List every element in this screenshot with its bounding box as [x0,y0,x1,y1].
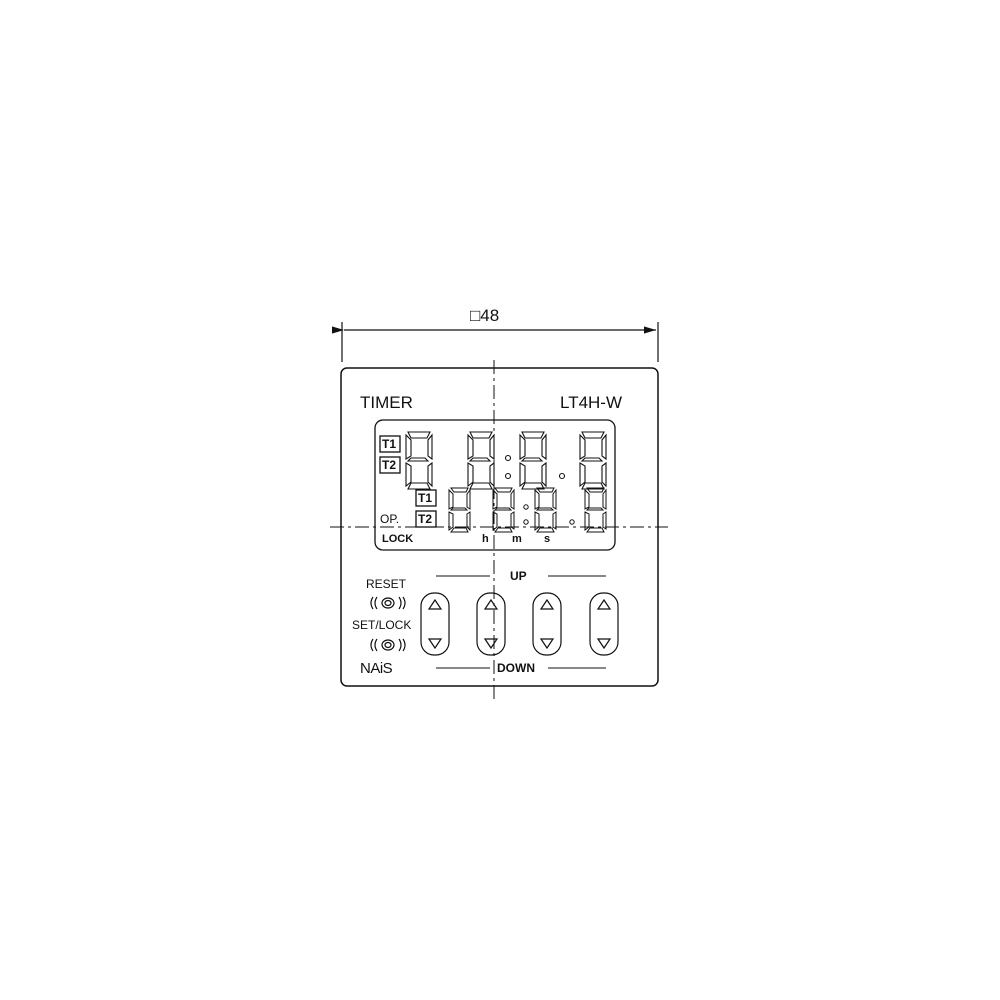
panel-title: TIMER [360,393,413,412]
model-label: LT4H-W [560,393,623,412]
digit-2-updown-button[interactable] [476,592,506,656]
unit-minutes: m [512,533,522,545]
brand-logo: NAiS [360,660,393,677]
reset-button[interactable] [370,596,406,610]
unit-hours: h [482,533,489,545]
digit-1-updown-button[interactable] [420,592,450,656]
upper-t2-indicator: T2 [382,458,397,472]
set-lock-label: SET/LOCK [352,618,412,632]
lock-label: LOCK [382,533,414,545]
lower-t2-indicator: T2 [418,512,433,526]
upper-digits [405,431,607,490]
unit-seconds: s [544,533,551,545]
dimension-line [332,322,659,362]
lower-digits [448,487,607,533]
down-label: DOWN [497,661,535,675]
digit-3-updown-button[interactable] [532,592,562,656]
dimension-label: □48 [470,306,500,325]
op-label: OP. [380,512,400,526]
digit-4-updown-button[interactable] [589,592,619,656]
reset-label: RESET [366,577,407,591]
set-lock-button[interactable] [370,638,406,652]
upper-t1-indicator: T1 [382,437,397,451]
up-label: UP [510,569,527,583]
lcd-window [374,419,616,551]
lower-t1-indicator: T1 [418,491,433,505]
